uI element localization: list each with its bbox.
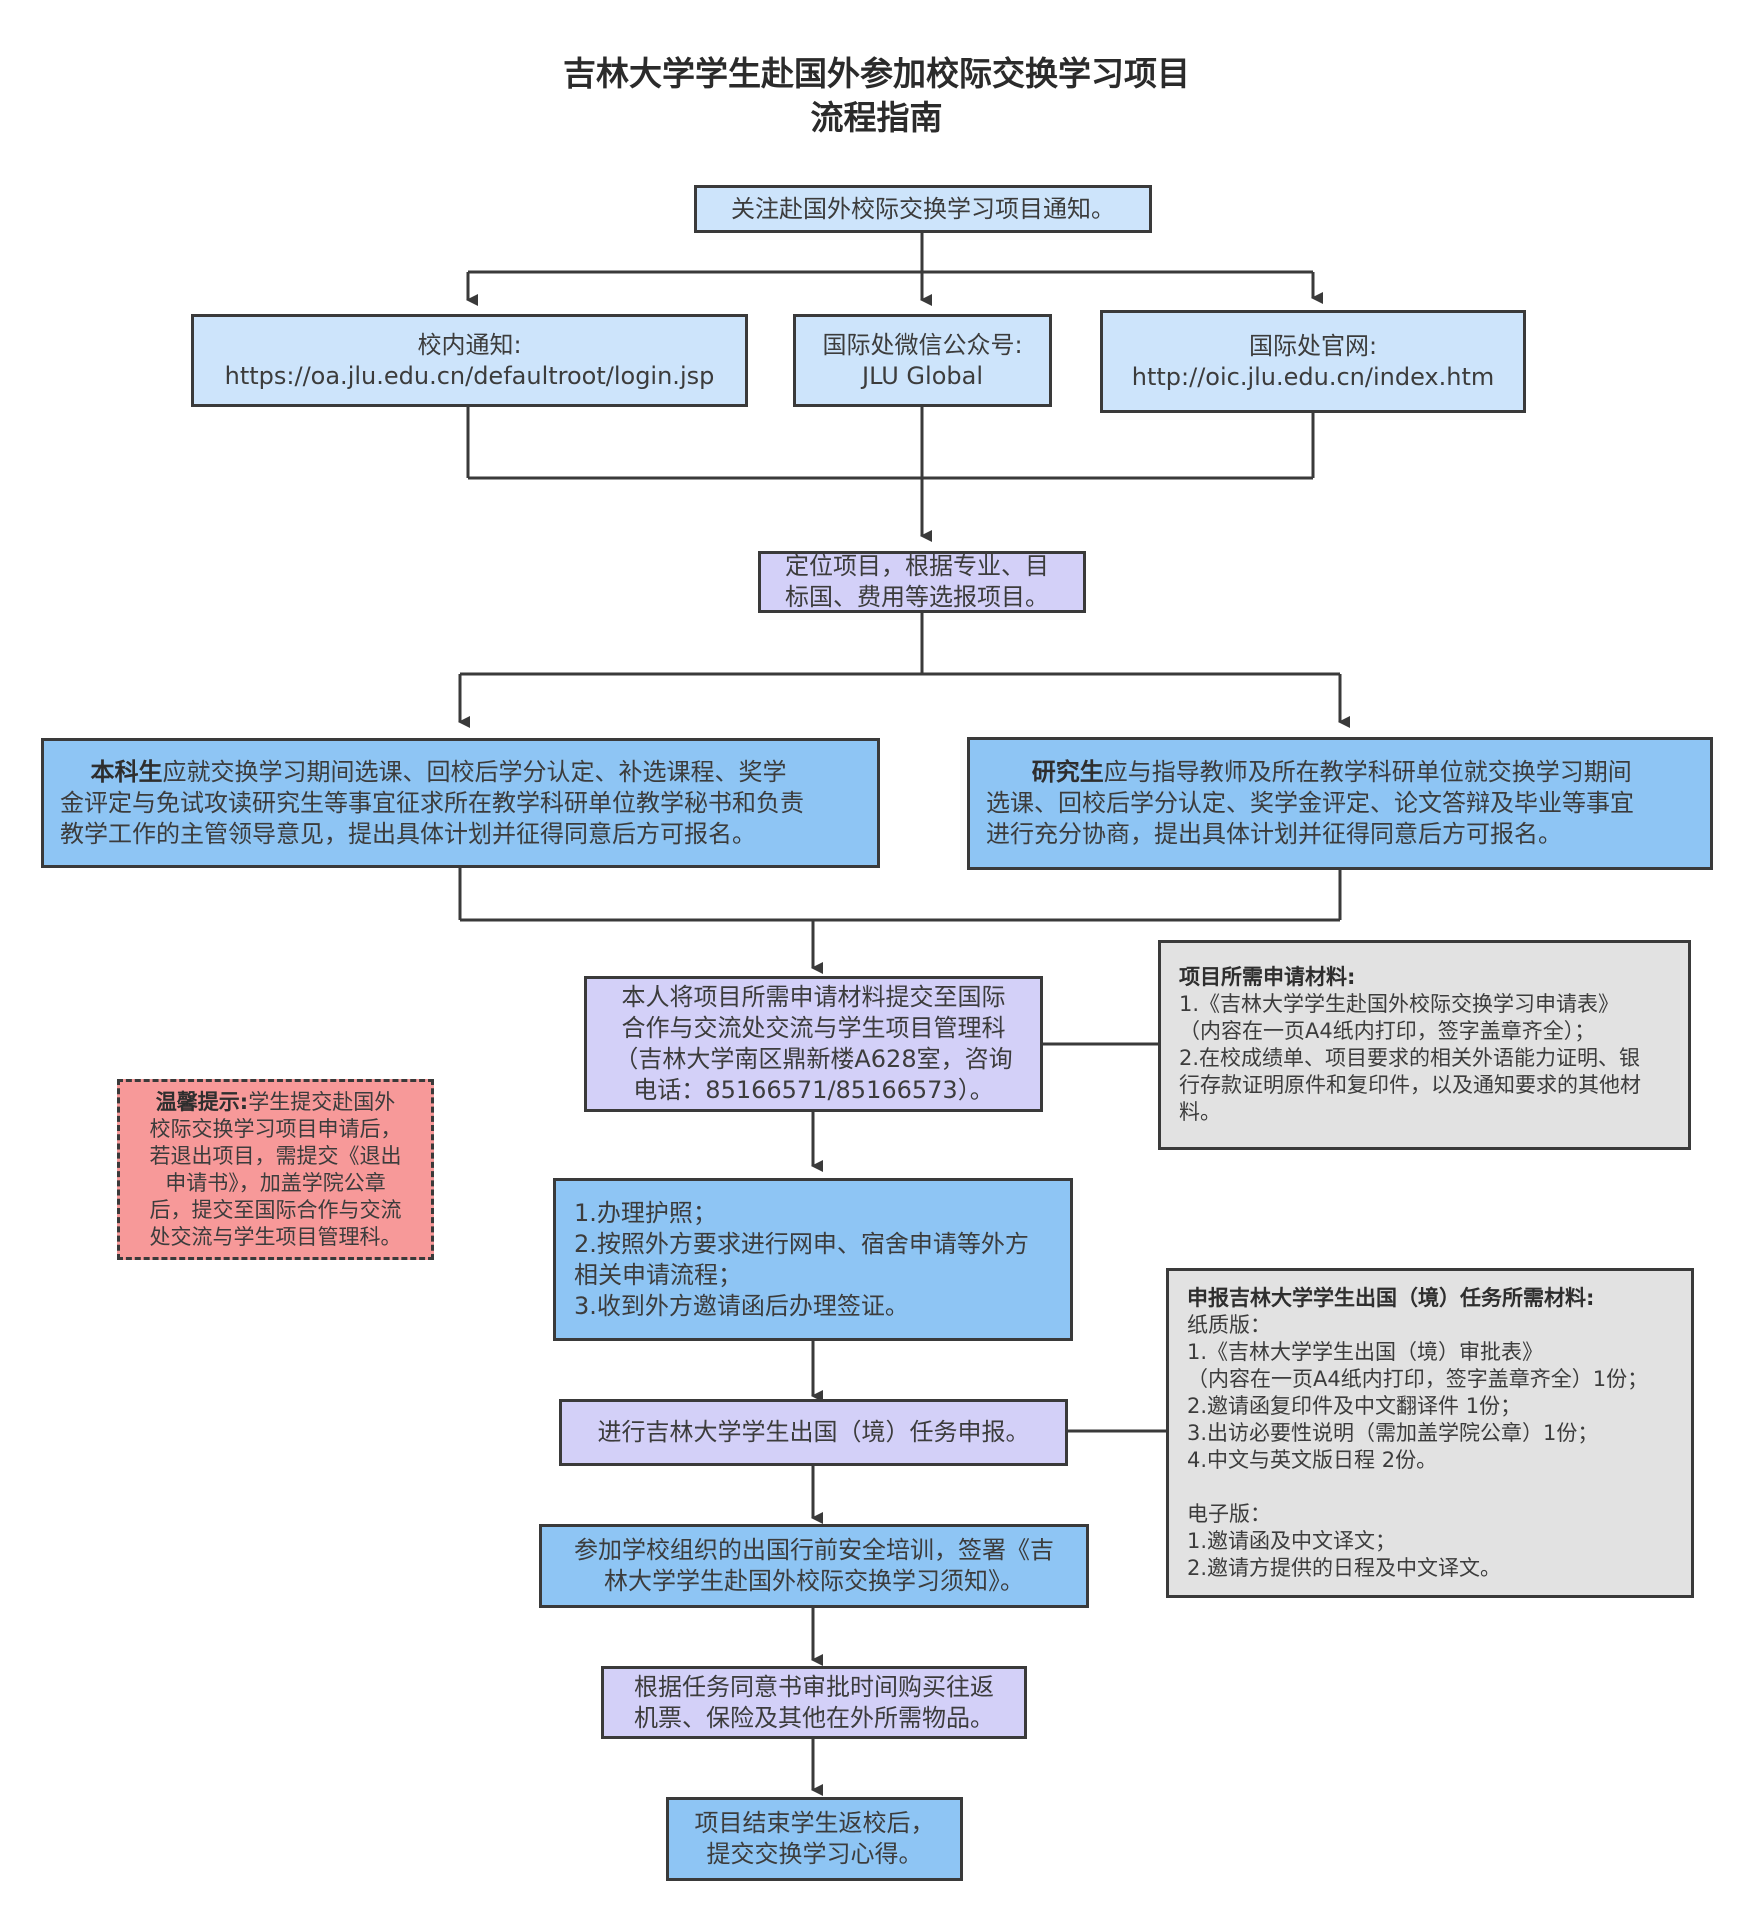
website-label: 国际处官网: bbox=[1248, 331, 1378, 360]
steps-line3: 相关申请流程； bbox=[574, 1260, 742, 1289]
training-line2: 林大学学生赴国外校际交换学习须知》。 bbox=[604, 1567, 1024, 1595]
submit-line4: 电话：85166571/85166573）。 bbox=[633, 1076, 994, 1104]
report-materials-spacer bbox=[1187, 1474, 1681, 1501]
locate-line1: 定位项目，根据专业、目 bbox=[785, 552, 1049, 580]
tip-line1: 温馨提示:学生提交赴国外 bbox=[130, 1089, 421, 1116]
graduate-text1: 应与指导教师及所在教学科研单位就交换学习期间 bbox=[1103, 758, 1632, 786]
materials-line5: 料。 bbox=[1179, 1100, 1221, 1124]
graduate-line2: 选课、回校后学分认定、奖学金评定、论文答辩及毕业等事宜 bbox=[986, 789, 1634, 817]
tip-box: 温馨提示:学生提交赴国外 校际交换学习项目申请后， 若退出项目，需提交《退出 申… bbox=[117, 1079, 434, 1260]
report-materials-line2: 1.《吉林大学学生出国（境）审批表》 bbox=[1187, 1339, 1544, 1364]
finish-line1: 项目结束学生返校后， bbox=[694, 1809, 935, 1837]
tip-bold: 温馨提示: bbox=[155, 1089, 249, 1114]
website-box: 国际处官网: http://oic.jlu.edu.cn/index.htm bbox=[1100, 310, 1526, 413]
campus-url: https://oa.jlu.edu.cn/defaultroot/login.… bbox=[224, 361, 715, 390]
materials-line4: 行存款证明原件和复印件，以及通知要求的其他材 bbox=[1179, 1073, 1641, 1097]
report-box: 进行吉林大学学生出国（境）任务申报。 bbox=[559, 1399, 1068, 1466]
submit-line2: 合作与交流处交流与学生项目管理科 bbox=[621, 1014, 1006, 1042]
report-text: 进行吉林大学学生出国（境）任务申报。 bbox=[597, 1418, 1030, 1446]
wechat-label: 国际处微信公众号: bbox=[822, 330, 1023, 359]
locate-line2: 标国、费用等选报项目。 bbox=[785, 583, 1049, 611]
undergrad-line2: 金评定与免试攻读研究生等事宜征求所在教学科研单位教学秘书和负责 bbox=[60, 788, 804, 817]
graduate-line1: 研究生应与指导教师及所在教学科研单位就交换学习期间 bbox=[986, 757, 1700, 788]
tickets-box: 根据任务同意书审批时间购买往返 机票、保险及其他在外所需物品。 bbox=[601, 1666, 1027, 1739]
graduate-box: 研究生应与指导教师及所在教学科研单位就交换学习期间 选课、回校后学分认定、奖学金… bbox=[967, 737, 1713, 870]
tip-line6: 处交流与学生项目管理科。 bbox=[149, 1224, 402, 1249]
page-title-line1: 吉林大学学生赴国外参加校际交换学习项目 bbox=[563, 54, 1190, 93]
report-materials-box: 申报吉林大学学生出国（境）任务所需材料: 纸质版： 1.《吉林大学学生出国（境）… bbox=[1166, 1268, 1694, 1598]
report-materials-line7: 电子版： bbox=[1187, 1501, 1271, 1526]
website-url: http://oic.jlu.edu.cn/index.htm bbox=[1131, 362, 1495, 391]
training-line1: 参加学校组织的出国行前安全培训，签署《吉 bbox=[574, 1536, 1054, 1564]
wechat-box: 国际处微信公众号: JLU Global bbox=[793, 314, 1052, 407]
materials-line3: 2.在校成绩单、项目要求的相关外语能力证明、银 bbox=[1179, 1046, 1641, 1070]
page-title-line2: 流程指南 bbox=[810, 98, 943, 137]
report-materials-line9: 2.邀请方提供的日程及中文译文。 bbox=[1187, 1555, 1502, 1580]
materials-heading: 项目所需申请材料: bbox=[1179, 965, 1356, 989]
report-materials-line6: 4.中文与英文版日程 2份。 bbox=[1187, 1447, 1438, 1472]
tickets-line2: 机票、保险及其他在外所需物品。 bbox=[634, 1703, 994, 1732]
undergrad-box: 本科生应就交换学习期间选课、回校后学分认定、补选课程、奖学 金评定与免试攻读研究… bbox=[41, 738, 880, 868]
finish-box: 项目结束学生返校后， 提交交换学习心得。 bbox=[666, 1797, 963, 1881]
graduate-line3: 进行充分协商，提出具体计划并征得同意后方可报名。 bbox=[986, 820, 1562, 848]
submit-box: 本人将项目所需申请材料提交至国际 合作与交流处交流与学生项目管理科 （吉林大学南… bbox=[584, 976, 1043, 1112]
tip-line2: 校际交换学习项目申请后， bbox=[149, 1116, 402, 1141]
steps-box: 1.办理护照； 2.按照外方要求进行网申、宿舍申请等外方 相关申请流程； 3.收… bbox=[553, 1178, 1073, 1341]
report-materials-line1: 纸质版： bbox=[1187, 1312, 1271, 1337]
tip-text1: 学生提交赴国外 bbox=[248, 1089, 396, 1114]
report-materials-line5: 3.出访必要性说明（需加盖学院公章）1份； bbox=[1187, 1420, 1599, 1445]
notice-box: 关注赴国外校际交换学习项目通知。 bbox=[694, 185, 1152, 233]
undergrad-bold: 本科生 bbox=[90, 757, 163, 786]
training-box: 参加学校组织的出国行前安全培训，签署《吉 林大学学生赴国外校际交换学习须知》。 bbox=[539, 1524, 1089, 1608]
campus-label: 校内通知: bbox=[417, 330, 522, 359]
wechat-account: JLU Global bbox=[861, 361, 983, 390]
undergrad-text1: 应就交换学习期间选课、回校后学分认定、补选课程、奖学 bbox=[162, 757, 787, 786]
report-materials-line4: 2.邀请函复印件及中文翻译件 1份； bbox=[1187, 1393, 1522, 1418]
report-materials-line3: （内容在一页A4纸内打印，签字盖章齐全）1份； bbox=[1187, 1366, 1649, 1391]
report-materials-heading: 申报吉林大学学生出国（境）任务所需材料: bbox=[1187, 1285, 1595, 1310]
tickets-line1: 根据任务同意书审批时间购买往返 bbox=[634, 1672, 994, 1701]
locate-box: 定位项目，根据专业、目 标国、费用等选报项目。 bbox=[758, 551, 1086, 613]
materials-line2: （内容在一页A4纸内打印，签字盖章齐全）； bbox=[1179, 1019, 1596, 1043]
materials-line1: 1.《吉林大学学生赴国外校际交换学习申请表》 bbox=[1179, 992, 1620, 1016]
tip-line3: 若退出项目，需提交《退出 bbox=[149, 1143, 402, 1168]
steps-line1: 1.办理护照； bbox=[574, 1198, 717, 1227]
submit-line1: 本人将项目所需申请材料提交至国际 bbox=[621, 983, 1006, 1011]
graduate-bold: 研究生 bbox=[1031, 758, 1104, 786]
tip-line5: 后，提交至国际合作与交流 bbox=[149, 1197, 402, 1222]
steps-line2: 2.按照外方要求进行网申、宿舍申请等外方 bbox=[574, 1229, 1029, 1258]
submit-line3: （吉林大学南区鼎新楼A628室，咨询 bbox=[614, 1045, 1013, 1073]
undergrad-line1: 本科生应就交换学习期间选课、回校后学分认定、补选课程、奖学 bbox=[60, 757, 867, 788]
steps-line4: 3.收到外方邀请函后办理签证。 bbox=[574, 1291, 909, 1320]
tip-line4: 申请书》，加盖学院公章 bbox=[165, 1170, 386, 1195]
notice-text: 关注赴国外校际交换学习项目通知。 bbox=[731, 194, 1115, 223]
materials-box: 项目所需申请材料: 1.《吉林大学学生赴国外校际交换学习申请表》 （内容在一页A… bbox=[1158, 940, 1691, 1150]
undergrad-line3: 教学工作的主管领导意见，提出具体计划并征得同意后方可报名。 bbox=[60, 819, 756, 848]
finish-line2: 提交交换学习心得。 bbox=[706, 1840, 923, 1868]
campus-notice-box: 校内通知: https://oa.jlu.edu.cn/defaultroot/… bbox=[191, 314, 748, 407]
report-materials-line8: 1.邀请函及中文译文； bbox=[1187, 1528, 1397, 1553]
